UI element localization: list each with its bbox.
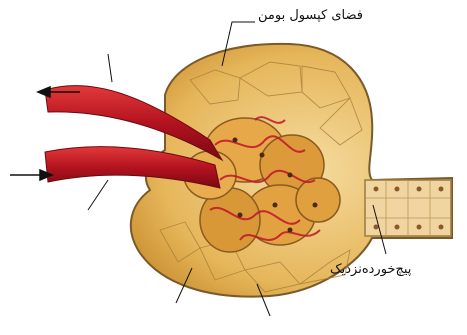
afferent-flow-arrow — [10, 170, 52, 180]
proximal-tubule-label: پیچ‌خورده‌نزدیک — [330, 262, 411, 277]
bowman-capsule-space-label: فضای کپسول بومن — [258, 8, 363, 23]
